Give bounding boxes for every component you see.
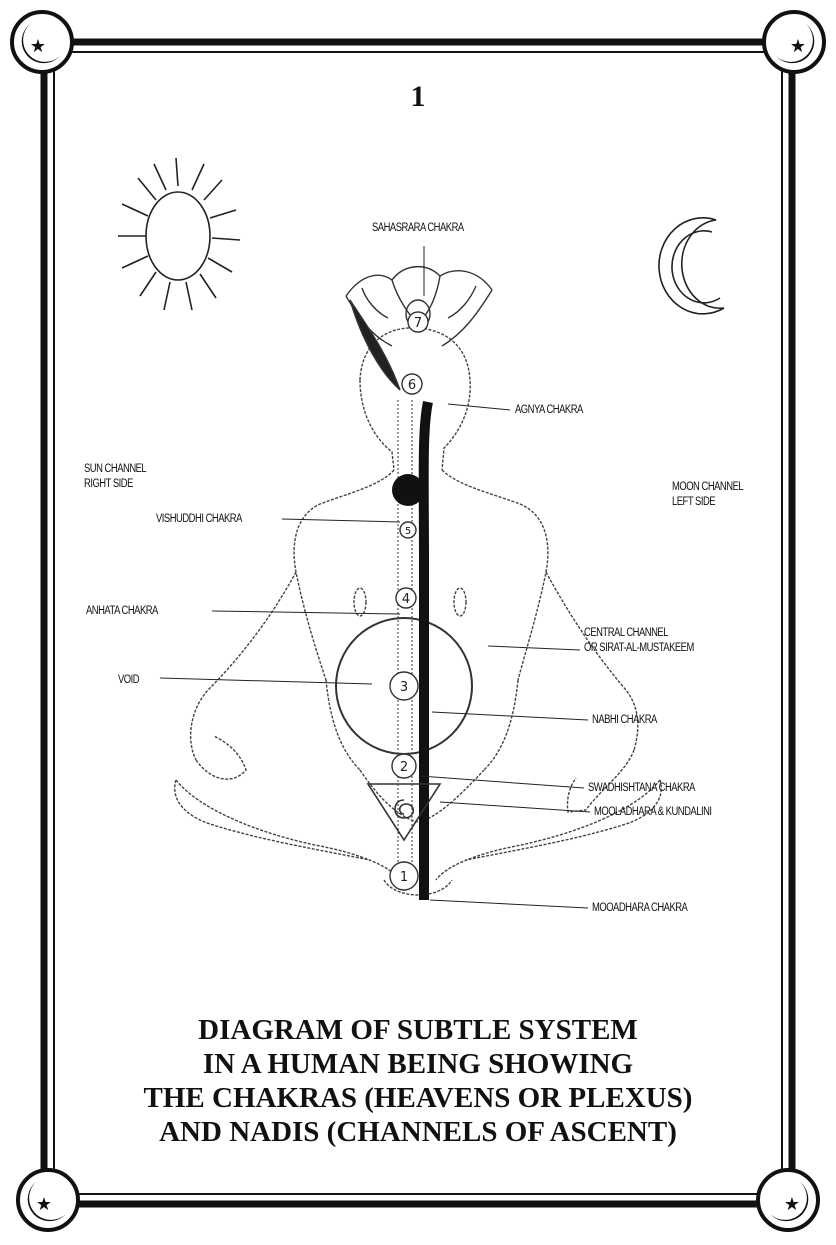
anhata-chakra-label: ANHATA CHAKRA: [86, 605, 158, 617]
caption-line-3: THE CHAKRAS (HEAVENS OR PLEXUS): [60, 1081, 776, 1115]
corner-star-moon-icon: ★: [18, 1170, 78, 1230]
svg-text:★: ★: [790, 36, 806, 57]
sun-channel-line-2: RIGHT SIDE: [84, 477, 146, 492]
vishuddhi-chakra-mark: [392, 474, 424, 506]
moon-icon: [659, 218, 724, 314]
central-channel-line-2: OR SIRAT-AL-MUSTAKEEM: [584, 641, 694, 656]
svg-text:★: ★: [36, 1194, 52, 1215]
svg-text:★: ★: [30, 36, 46, 57]
void-label: VOID: [118, 674, 139, 686]
sahasrara-chakra-label: SAHASRARA CHAKRA: [372, 222, 464, 234]
chakra-number-4: 4: [402, 592, 410, 607]
caption-line-4: AND NADIS (CHANNELS OF ASCENT): [60, 1115, 776, 1149]
mooadhara-chakra-label: MOOADHARA CHAKRA: [592, 902, 687, 914]
diagram-caption: DIAGRAM OF SUBTLE SYSTEM IN A HUMAN BEIN…: [60, 1013, 776, 1149]
vishuddhi-chakra-label: VISHUDDHI CHAKRA: [156, 513, 242, 525]
central-channel-line-1: CENTRAL CHANNEL: [584, 626, 694, 641]
moon-channel-line-1: MOON CHANNEL: [672, 480, 743, 495]
corner-star-moon-icon: ★: [764, 12, 824, 72]
sun-channel-line-1: SUN CHANNEL: [84, 462, 146, 477]
central-channel: [424, 402, 428, 900]
chakra-number-5: 5: [405, 526, 411, 537]
chakra-number-3: 3: [400, 680, 408, 695]
caption-line-2: IN A HUMAN BEING SHOWING: [60, 1047, 776, 1081]
moon-channel-label: MOON CHANNEL LEFT SIDE: [672, 480, 743, 510]
sun-channel-label: SUN CHANNEL RIGHT SIDE: [84, 462, 146, 492]
page-number: 1: [398, 80, 438, 114]
corner-star-moon-icon: ★: [12, 12, 72, 72]
agnya-chakra-label: AGNYA CHAKRA: [515, 404, 583, 416]
central-channel-label: CENTRAL CHANNEL OR SIRAT-AL-MUSTAKEEM: [584, 626, 694, 656]
chakra-number-2: 2: [400, 760, 408, 775]
moon-channel-line-2: LEFT SIDE: [672, 495, 743, 510]
mooladhara-kundalini-label: MOOLADHARA & KUNDALINI: [594, 806, 712, 818]
chakra-number-7: 7: [414, 316, 422, 331]
corner-star-moon-icon: ★: [758, 1170, 818, 1230]
swadhishtana-chakra-label: SWADHISHTANA CHAKRA: [588, 782, 695, 794]
chakra-number-6: 6: [408, 378, 416, 393]
sun-icon: [118, 158, 240, 310]
chakra-number-1: 1: [400, 870, 408, 885]
kundalini-triangle: [368, 784, 440, 840]
svg-text:★: ★: [784, 1194, 800, 1215]
nabhi-chakra-label: NABHI CHAKRA: [592, 714, 657, 726]
caption-line-1: DIAGRAM OF SUBTLE SYSTEM: [60, 1013, 776, 1047]
